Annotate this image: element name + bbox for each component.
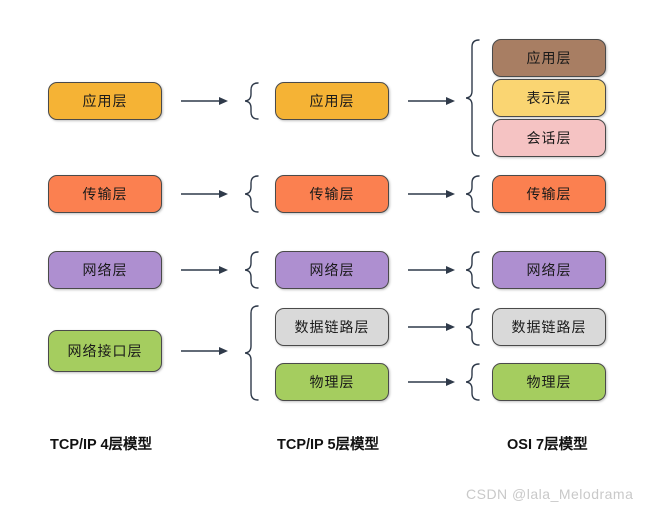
column-label-tcpip5: TCP/IP 5层模型 (277, 437, 380, 453)
layer-box-osi7-0: 应用层 (492, 39, 606, 77)
flow-arrow-3 (181, 347, 228, 355)
curly-brace-osi-上三层 (466, 39, 480, 157)
flow-arrow-4 (408, 97, 455, 105)
layer-box-osi7-1: 表示层 (492, 79, 606, 117)
layer-box-tcpip4-2: 网络层 (48, 251, 162, 289)
layer-box-osi7-3: 传输层 (492, 175, 606, 213)
layer-box-osi7-2: 会话层 (492, 119, 606, 157)
curly-brace-osi-传输层 (466, 175, 480, 213)
layer-box-tcpip4-1: 传输层 (48, 175, 162, 213)
curly-brace-tcpip5-传输层 (245, 175, 259, 213)
curly-brace-osi-数据链路层 (466, 308, 480, 346)
layer-box-tcpip5-3: 数据链路层 (275, 308, 389, 346)
flow-arrow-7 (408, 323, 455, 331)
flow-arrow-0 (181, 97, 228, 105)
curly-brace-tcpip5-链路与物理 (245, 305, 259, 401)
flow-arrow-8 (408, 378, 455, 386)
column-label-tcpip4: TCP/IP 4层模型 (50, 437, 153, 453)
layer-box-osi7-6: 物理层 (492, 363, 606, 401)
flow-arrow-5 (408, 190, 455, 198)
curly-brace-osi-物理层 (466, 363, 480, 401)
layer-box-tcpip5-0: 应用层 (275, 82, 389, 120)
layer-box-tcpip4-3: 网络接口层 (48, 330, 162, 372)
curly-brace-tcpip5-应用层 (245, 82, 259, 120)
flow-arrow-2 (181, 266, 228, 274)
layer-box-tcpip5-4: 物理层 (275, 363, 389, 401)
curly-brace-tcpip5-网络层 (245, 251, 259, 289)
layer-box-tcpip5-1: 传输层 (275, 175, 389, 213)
column-label-osi7: OSI 7层模型 (507, 437, 588, 453)
curly-brace-osi-网络层 (466, 251, 480, 289)
flow-arrow-6 (408, 266, 455, 274)
layer-box-tcpip4-0: 应用层 (48, 82, 162, 120)
flow-arrow-1 (181, 190, 228, 198)
layer-box-osi7-5: 数据链路层 (492, 308, 606, 346)
layer-box-tcpip5-2: 网络层 (275, 251, 389, 289)
layer-box-osi7-4: 网络层 (492, 251, 606, 289)
csdn-watermark: CSDN @lala_Melodrama (466, 486, 634, 502)
